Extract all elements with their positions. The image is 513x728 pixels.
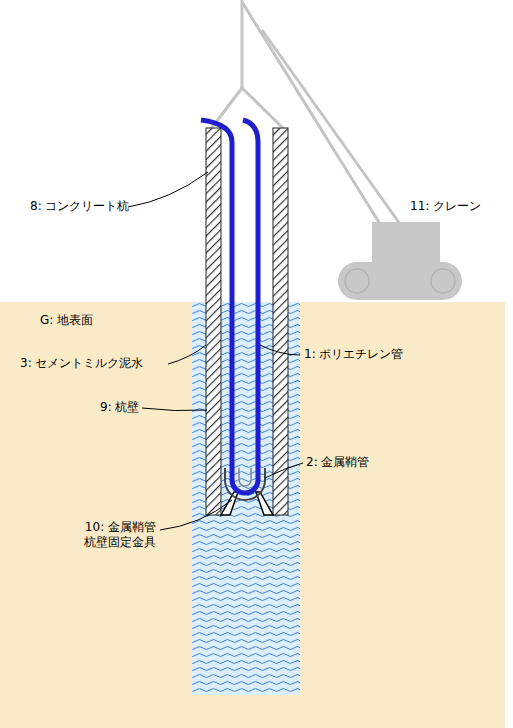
part-label: 1: ポリエチレン管 <box>304 347 404 362</box>
sheath-fixture <box>221 492 273 515</box>
part-label: 8: コンクリート杭 <box>30 199 130 214</box>
part-label: 2: 金属鞘管 <box>306 455 370 470</box>
part-label: 9: 杭壁 <box>100 400 140 415</box>
part-label: G: 地表面 <box>40 313 93 328</box>
polyethylene-tube <box>201 120 258 493</box>
leader-lines <box>128 172 303 530</box>
pile-wall <box>273 128 288 515</box>
crane-body <box>372 222 440 264</box>
pile-wall <box>206 128 221 515</box>
part-label: 10: 金属鞘管 杭壁固定金具 <box>56 520 156 550</box>
crane-track <box>338 262 462 300</box>
ground <box>0 302 505 728</box>
part-label: 11: クレーン <box>410 199 481 214</box>
part-label: 3: セメントミルク泥水 <box>20 356 144 371</box>
